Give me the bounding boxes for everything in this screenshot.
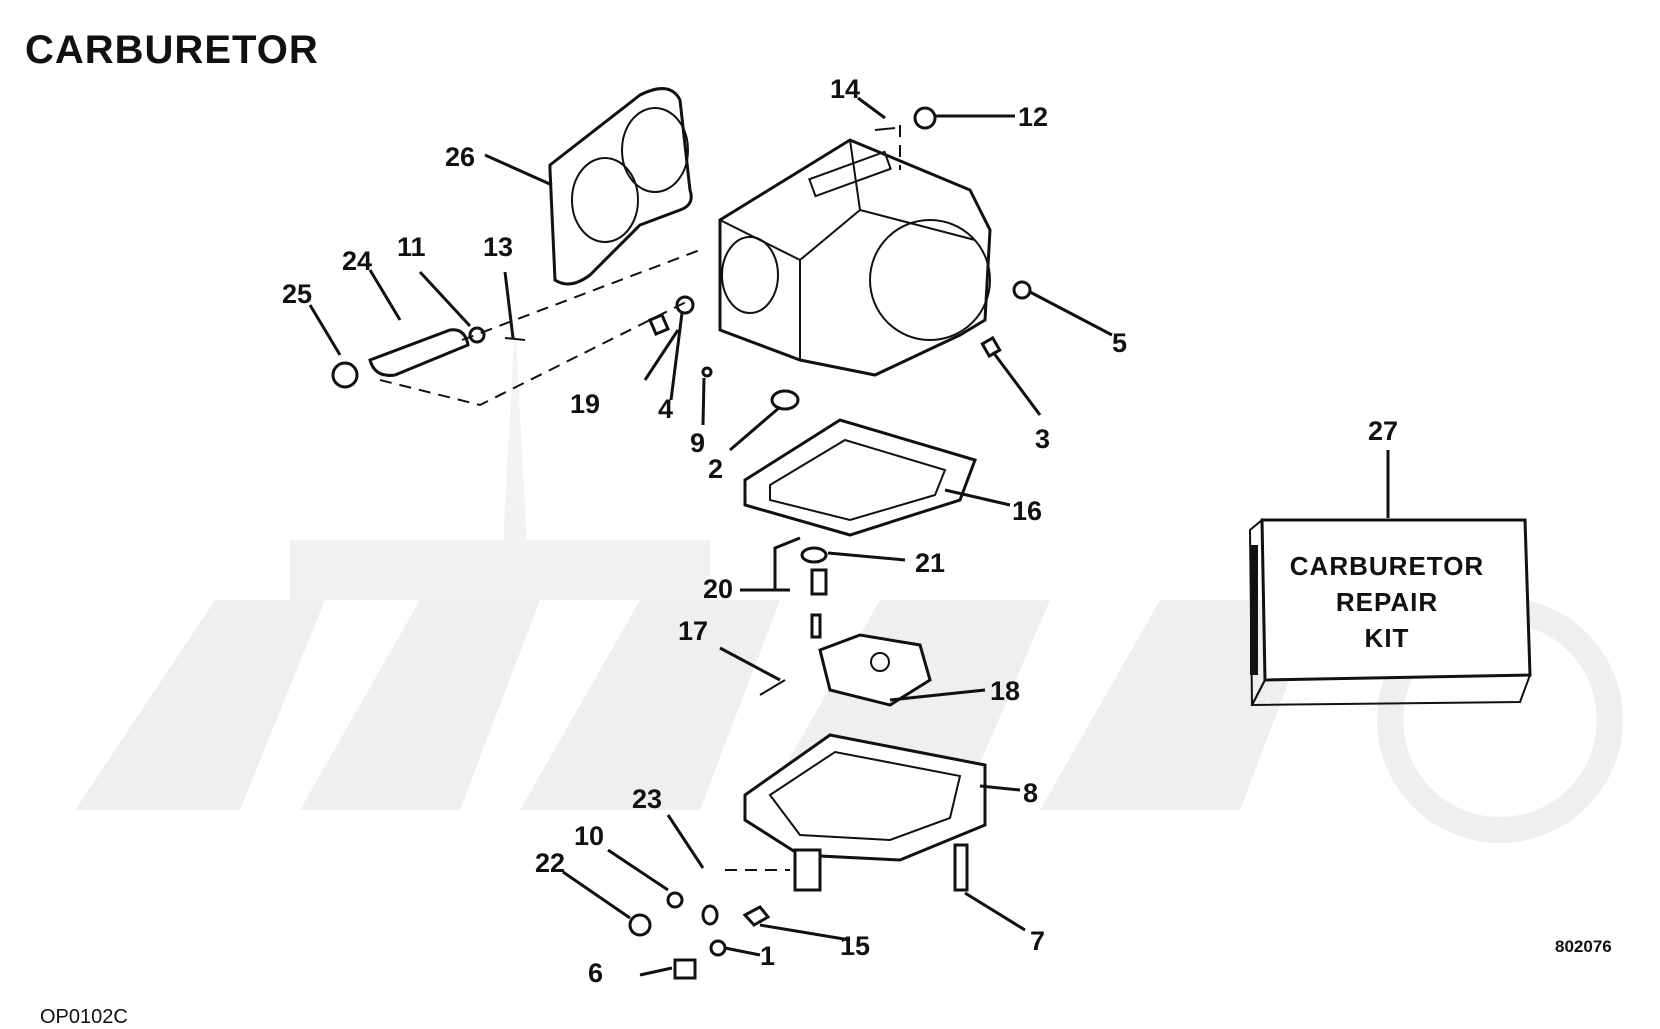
callout-8: 8 <box>1023 778 1038 808</box>
callout-10: 10 <box>574 821 604 851</box>
repair-kit-box <box>1248 517 1532 707</box>
callout-5: 5 <box>1112 328 1127 358</box>
callout-1: 1 <box>760 941 775 971</box>
callout-18: 18 <box>990 676 1020 706</box>
float-bowl-part-8 <box>743 733 987 892</box>
callout-12: 12 <box>1018 102 1048 132</box>
repair-kit-line1: CARBURETOR <box>1289 551 1485 581</box>
callout-9: 9 <box>690 428 705 458</box>
linkage-part-24 <box>331 328 470 389</box>
repair-kit-label: CARBURETOR REPAIR KIT <box>1262 548 1512 656</box>
callout-13: 13 <box>483 232 513 262</box>
callout-2: 2 <box>708 454 723 484</box>
repair-kit-line3: KIT <box>1364 623 1410 653</box>
callout-15: 15 <box>840 931 870 961</box>
callout-25: 25 <box>282 279 312 309</box>
leader-lines <box>308 96 1390 977</box>
callout-24: 24 <box>342 246 372 276</box>
callout-21: 21 <box>915 548 945 578</box>
diagram-title: CARBURETOR <box>25 28 319 72</box>
callout-labels: 1 2 3 4 5 6 7 8 9 10 11 12 13 14 15 16 1… <box>282 74 1398 988</box>
float-part-18 <box>818 633 932 707</box>
callout-17: 17 <box>678 616 708 646</box>
callout-16: 16 <box>1012 496 1042 526</box>
figure-number: 802076 <box>1555 937 1612 956</box>
footer-code: OP0102C <box>40 1006 128 1028</box>
callout-22: 22 <box>535 848 565 878</box>
gasket-part-16 <box>743 418 977 537</box>
callout-14: 14 <box>830 74 860 104</box>
gasket-part-26 <box>548 87 693 286</box>
callout-23: 23 <box>632 784 662 814</box>
carburetor-body <box>718 138 992 377</box>
repair-kit-line2: REPAIR <box>1335 587 1439 617</box>
assembly-guide-lines <box>379 125 901 871</box>
callout-7: 7 <box>1030 926 1045 956</box>
callout-6: 6 <box>588 958 603 988</box>
callout-3: 3 <box>1035 424 1050 454</box>
callout-20: 20 <box>703 574 733 604</box>
callout-11: 11 <box>397 232 426 262</box>
callout-19: 19 <box>570 389 600 419</box>
callout-4: 4 <box>658 394 673 424</box>
small-hardware <box>468 106 1032 980</box>
callout-27: 27 <box>1368 416 1398 446</box>
callout-26: 26 <box>445 142 475 172</box>
